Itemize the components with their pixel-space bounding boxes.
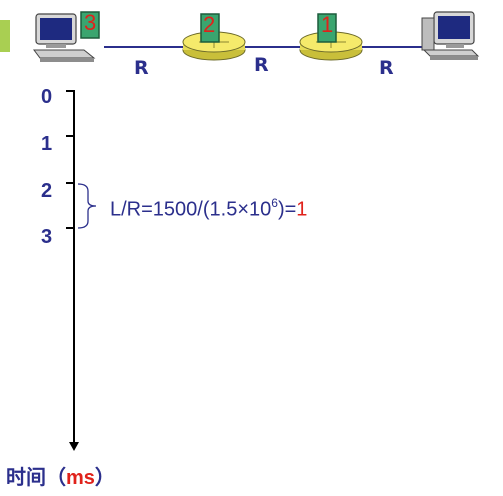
packet-3-icon <box>80 11 100 39</box>
transmission-delay-formula: L/R=1500/(1.5×106)=1 <box>110 196 308 222</box>
packet-1-label: 1 <box>321 12 334 37</box>
formula-exponent: 6 <box>271 196 278 210</box>
time-axis-label: 时间（ms） <box>6 461 115 490</box>
packet-3-label: 3 <box>84 10 97 35</box>
packet-1-icon <box>317 13 337 43</box>
link-3 <box>360 46 430 48</box>
link-1 <box>104 46 184 48</box>
slide-accent-bar <box>0 20 10 52</box>
time-axis-arrowhead <box>69 442 79 451</box>
tick-2-mark <box>66 182 73 184</box>
packet-2-icon <box>200 13 220 43</box>
tick-0-label: 0 <box>41 86 53 108</box>
link-2 <box>243 46 300 48</box>
source-computer-icon <box>33 13 96 62</box>
time-label-close: ） <box>94 467 115 489</box>
tick-1-mark <box>66 135 73 137</box>
packet-2-label: 2 <box>203 12 216 37</box>
interval-brace <box>77 183 97 229</box>
destination-computer-icon <box>421 11 480 60</box>
time-axis <box>73 90 75 445</box>
time-label-text: 时间（ <box>6 467 66 489</box>
link-2-rate-label: R <box>254 54 269 76</box>
formula-result: 1 <box>296 198 308 221</box>
link-1-rate-label: R <box>134 57 149 79</box>
tick-0-mark <box>66 90 73 92</box>
tick-2-label: 2 <box>41 180 53 202</box>
formula-close: )= <box>277 198 297 221</box>
tick-1-label: 1 <box>41 133 53 155</box>
formula-text: L/R=1500/(1.5×10 <box>110 198 272 221</box>
tick-3-label: 3 <box>41 226 53 248</box>
link-3-rate-label: R <box>379 57 394 79</box>
tick-3-mark <box>66 227 73 229</box>
time-unit: ms <box>66 467 95 489</box>
